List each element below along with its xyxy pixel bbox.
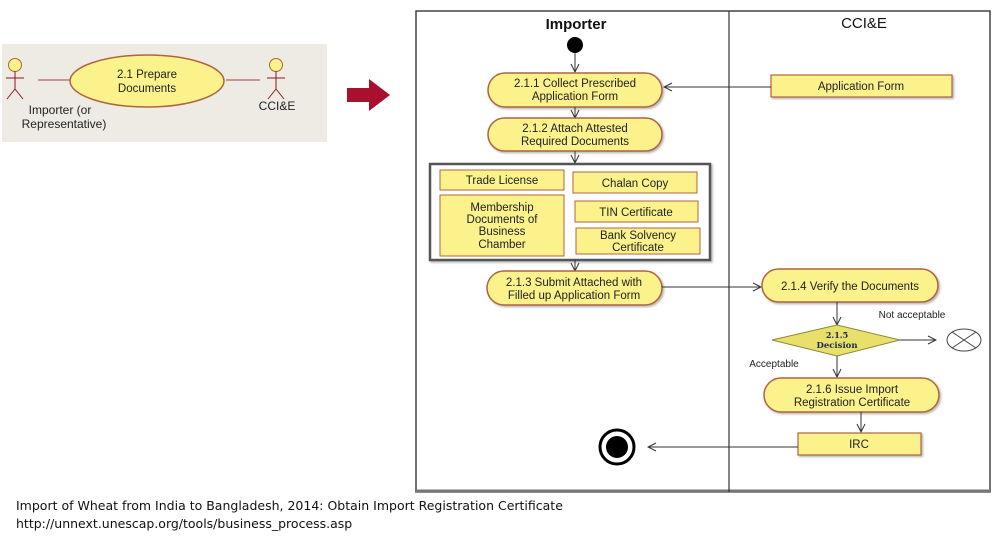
- actor-ccie-label: CCI&E: [259, 99, 296, 113]
- use-case-label-1: 2.1 Prepare: [117, 69, 177, 81]
- use-case-diagram: 2.1 Prepare Documents CCI&E Importer (or…: [6, 54, 296, 131]
- doc-membership[interactable]: [439, 194, 565, 257]
- use-case-ellipse[interactable]: [69, 54, 225, 108]
- activity-verify-documents[interactable]: [761, 268, 939, 303]
- lane-title-importer: Importer: [546, 16, 607, 33]
- object-irc[interactable]: [797, 432, 922, 456]
- guard-acceptable: Acceptable: [749, 359, 799, 370]
- final-node-icon: [598, 428, 636, 466]
- doc-membership-label-1: Membership: [470, 202, 533, 214]
- doc-membership-label-2: Documents of: [467, 214, 539, 226]
- decision-label-2: Decision: [816, 341, 857, 351]
- activity-issue-label-1: 2.1.6 Issue Import: [806, 384, 899, 396]
- activity-attach-label-1: 2.1.2 Attach Attested: [522, 123, 628, 135]
- doc-chalan-copy[interactable]: [572, 171, 698, 194]
- lane-title-ccie: CCI&E: [841, 15, 887, 32]
- doc-trade-license[interactable]: [439, 169, 565, 191]
- use-case-label-2: Documents: [118, 83, 176, 95]
- activity-submit-form[interactable]: [486, 270, 663, 306]
- activity-submit-label-2: Filled up Application Form: [508, 290, 640, 302]
- guard-not-acceptable: Not acceptable: [879, 310, 946, 321]
- initial-node-icon: [567, 37, 583, 53]
- actor-importer-label-2: Representative): [22, 117, 107, 131]
- doc-membership-label-3: Business: [479, 226, 526, 238]
- source-caption: Import of Wheat from India to Bangladesh…: [16, 497, 563, 533]
- doc-membership-label-4: Chamber: [478, 239, 525, 251]
- object-application-form-label: Application Form: [818, 81, 904, 93]
- doc-chalan-copy-label: Chalan Copy: [602, 178, 669, 190]
- activity-issue-certificate[interactable]: [763, 377, 940, 413]
- doc-bank-solvency-label-2: Certificate: [612, 242, 664, 254]
- activity-submit-label-1: 2.1.3 Submit Attached with: [506, 277, 642, 289]
- doc-tin-certificate-label: TIN Certificate: [599, 207, 673, 219]
- object-application-form[interactable]: [770, 74, 953, 98]
- actor-ccie-icon: [267, 58, 285, 100]
- object-irc-label: IRC: [849, 439, 869, 451]
- actor-importer-label-1: Importer (or: [29, 103, 92, 117]
- use-case-panel: 2.1 Prepare Documents CCI&E Importer (or…: [2, 44, 327, 142]
- activity-verify-label: 2.1.4 Verify the Documents: [781, 281, 919, 293]
- caption-title: Import of Wheat from India to Bangladesh…: [16, 498, 563, 513]
- doc-tin-certificate[interactable]: [574, 200, 699, 223]
- activity-attach-label-2: Required Documents: [521, 136, 629, 148]
- transition-arrow-icon: [347, 79, 390, 111]
- activity-collect-label-1: 2.1.1 Collect Prescribed: [514, 78, 636, 90]
- doc-trade-license-label: Trade License: [466, 175, 538, 187]
- activity-issue-label-2: Registration Certificate: [794, 397, 910, 409]
- doc-bank-solvency[interactable]: [575, 227, 701, 255]
- decision-label-1: 2.1.5: [826, 330, 848, 340]
- flow-final-icon: [946, 328, 982, 352]
- caption-url[interactable]: http://unnext.unescap.org/tools/business…: [16, 516, 353, 531]
- activity-collect-label-2: Application Form: [532, 91, 618, 103]
- actor-importer-icon: [6, 58, 24, 100]
- doc-bank-solvency-label-1: Bank Solvency: [600, 230, 676, 242]
